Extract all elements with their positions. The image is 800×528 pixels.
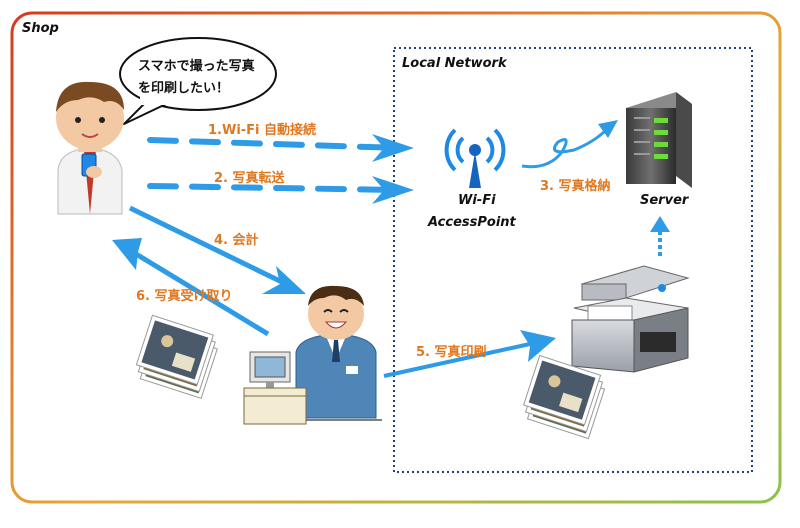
shop-label: Shop (22, 21, 59, 36)
speech-bubble-line1: スマホで撮った写真 (138, 58, 255, 74)
arrow-photo-pickup (112, 238, 270, 337)
printed-photos-stack (523, 354, 606, 440)
arrow-checkout (128, 205, 306, 294)
wifi-label-line1: Wi-Fi (458, 193, 496, 208)
speech-bubble: スマホで撮った写真 を印刷したい！ (119, 37, 277, 125)
cashier-person-icon (295, 285, 377, 419)
arrow-photo-transfer (147, 176, 414, 204)
arrow-photo-print (383, 330, 556, 378)
shop-frame (10, 11, 782, 504)
cash-register-icon (243, 351, 382, 425)
wifi-access-point-icon (444, 128, 506, 188)
step-6-label: 6. 写真受け取り (136, 288, 233, 304)
arrow-printer-to-server (650, 216, 670, 256)
speech-bubble-line2: を印刷したい！ (138, 81, 229, 96)
local-network-label: Local Network (402, 56, 508, 71)
server-label: Server (640, 193, 690, 208)
step-3-label: 3. 写真格納 (540, 178, 611, 194)
step-2-label: 2. 写真転送 (214, 170, 286, 186)
step-4-label: 4. 会計 (214, 232, 259, 248)
step-1-label: 1.Wi-Fi 自動接続 (208, 122, 316, 138)
server-icon (626, 92, 692, 188)
printer-icon (571, 265, 690, 373)
wifi-label-line2: AccessPoint (427, 215, 517, 230)
arrow-photo-storage (521, 120, 618, 169)
received-photos-stack (135, 314, 218, 400)
customer-person-icon (56, 81, 124, 215)
arrow-wifi-connect (147, 134, 414, 162)
step-5-label: 5. 写真印刷 (416, 344, 487, 360)
local-network-frame (393, 47, 753, 473)
